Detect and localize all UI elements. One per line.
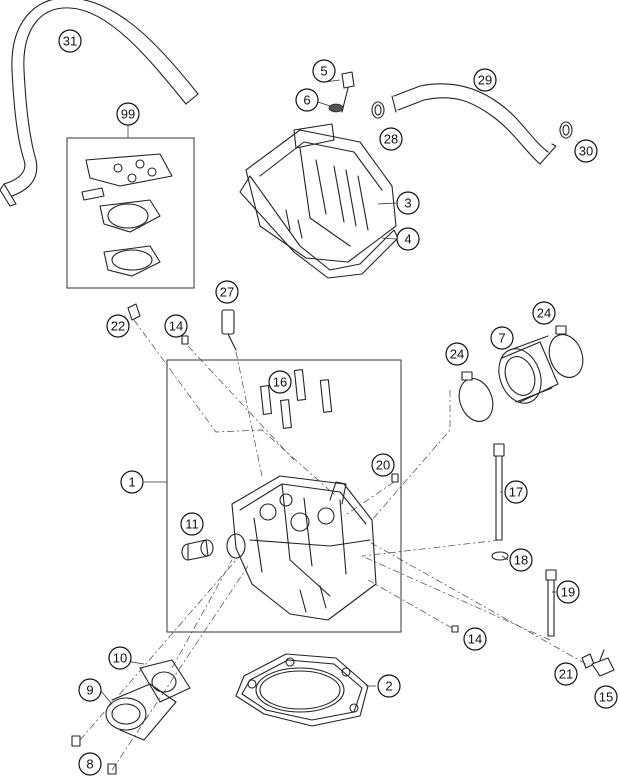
svg-text:20: 20 bbox=[376, 458, 390, 473]
callout-14-top: 14 bbox=[164, 314, 188, 338]
svg-text:2: 2 bbox=[385, 679, 392, 694]
svg-text:9: 9 bbox=[86, 683, 93, 698]
svg-text:11: 11 bbox=[185, 517, 199, 532]
svg-text:31: 31 bbox=[63, 34, 77, 49]
svg-text:18: 18 bbox=[514, 553, 528, 568]
svg-text:24: 24 bbox=[537, 306, 551, 321]
svg-text:22: 22 bbox=[111, 319, 125, 334]
hose-clamp-24-right bbox=[548, 325, 584, 378]
svg-text:27: 27 bbox=[220, 285, 234, 300]
callout-30: 30 bbox=[574, 139, 598, 163]
svg-text:14: 14 bbox=[169, 319, 183, 334]
svg-text:99: 99 bbox=[121, 107, 135, 122]
hose-clamp-28 bbox=[371, 101, 385, 119]
hose-clamp-24-left bbox=[458, 371, 494, 422]
intake-gasket-10 bbox=[139, 659, 191, 703]
svg-text:16: 16 bbox=[273, 375, 287, 390]
callout-24-left: 24 bbox=[445, 342, 469, 366]
screw-20 bbox=[391, 473, 399, 483]
svg-text:15: 15 bbox=[599, 690, 613, 705]
callout-19: 19 bbox=[556, 580, 580, 604]
callout-21: 21 bbox=[554, 662, 578, 686]
cylinder-head-frame bbox=[166, 359, 402, 633]
callout-15: 15 bbox=[594, 685, 618, 709]
callout-8: 8 bbox=[78, 752, 102, 776]
gasket-head bbox=[99, 199, 161, 233]
svg-text:28: 28 bbox=[384, 132, 398, 147]
svg-text:29: 29 bbox=[478, 73, 492, 88]
temperature-sensor-15 bbox=[591, 649, 615, 677]
callout-9: 9 bbox=[78, 678, 102, 702]
gasket-kit-99 bbox=[66, 137, 195, 289]
svg-text:5: 5 bbox=[320, 64, 327, 79]
svg-text:19: 19 bbox=[561, 585, 575, 600]
assembly-center-lines bbox=[79, 319, 587, 771]
valve-cover-3 bbox=[245, 123, 397, 263]
gasket-valve-cover bbox=[85, 153, 173, 187]
hose-clamp-30 bbox=[559, 121, 573, 139]
callout-18: 18 bbox=[509, 548, 533, 572]
hose-31 bbox=[0, 0, 199, 207]
callout-14-bottom: 14 bbox=[463, 627, 487, 651]
svg-text:14: 14 bbox=[468, 632, 482, 647]
callout-5: 5 bbox=[312, 59, 336, 83]
sensor-27 bbox=[221, 309, 237, 351]
cylinder-head-gasket-2 bbox=[235, 653, 369, 727]
bolt-19 bbox=[545, 569, 557, 637]
valve-cover-gasket-4 bbox=[239, 175, 399, 279]
callout-10: 10 bbox=[108, 646, 132, 670]
plug-22 bbox=[127, 303, 141, 321]
gasket-kit-frame bbox=[66, 137, 195, 289]
svg-text:3: 3 bbox=[404, 196, 411, 211]
callout-6: 6 bbox=[295, 88, 319, 112]
gasket-base bbox=[103, 245, 161, 277]
callout-4: 4 bbox=[396, 227, 420, 251]
stud-bolt-17 bbox=[493, 443, 505, 541]
svg-text:4: 4 bbox=[404, 232, 411, 247]
callout-1: 1 bbox=[120, 470, 144, 494]
callout-22: 22 bbox=[106, 314, 130, 338]
callout-24-right: 24 bbox=[532, 301, 556, 325]
breather-hose-29 bbox=[391, 83, 557, 165]
seal-washer-6 bbox=[328, 103, 344, 113]
callout-16: 16 bbox=[268, 370, 292, 394]
callout-28: 28 bbox=[379, 127, 403, 151]
svg-text:21: 21 bbox=[559, 667, 573, 682]
svg-text:10: 10 bbox=[113, 651, 127, 666]
svg-text:1: 1 bbox=[128, 475, 135, 490]
callout-17: 17 bbox=[504, 480, 528, 504]
intake-flange-7 bbox=[498, 335, 559, 404]
plug-21 bbox=[581, 653, 595, 669]
callout-31: 31 bbox=[58, 29, 82, 53]
screws-8 bbox=[71, 735, 117, 775]
valve-guides-16 bbox=[260, 369, 333, 429]
callout-99: 99 bbox=[116, 102, 140, 126]
callout-27: 27 bbox=[215, 280, 239, 304]
cylinder-head bbox=[231, 475, 377, 621]
bolt-5 bbox=[341, 71, 355, 113]
svg-text:7: 7 bbox=[498, 331, 505, 346]
washer-18 bbox=[491, 551, 509, 561]
callout-3: 3 bbox=[396, 191, 420, 215]
svg-text:17: 17 bbox=[509, 485, 523, 500]
intake-socket-11 bbox=[181, 533, 246, 561]
svg-text:24: 24 bbox=[450, 347, 464, 362]
callout-20: 20 bbox=[371, 453, 395, 477]
svg-text:8: 8 bbox=[86, 757, 93, 772]
screw-14-bottom bbox=[451, 625, 459, 633]
callout-11: 11 bbox=[180, 512, 204, 536]
callout-7: 7 bbox=[490, 326, 514, 350]
callout-2: 2 bbox=[377, 674, 401, 698]
svg-text:30: 30 bbox=[579, 144, 593, 159]
callout-29: 29 bbox=[473, 68, 497, 92]
svg-text:6: 6 bbox=[303, 93, 310, 108]
intake-adapter-9 bbox=[105, 683, 177, 741]
screw-14-top bbox=[181, 335, 189, 345]
gasket-small bbox=[81, 187, 105, 201]
